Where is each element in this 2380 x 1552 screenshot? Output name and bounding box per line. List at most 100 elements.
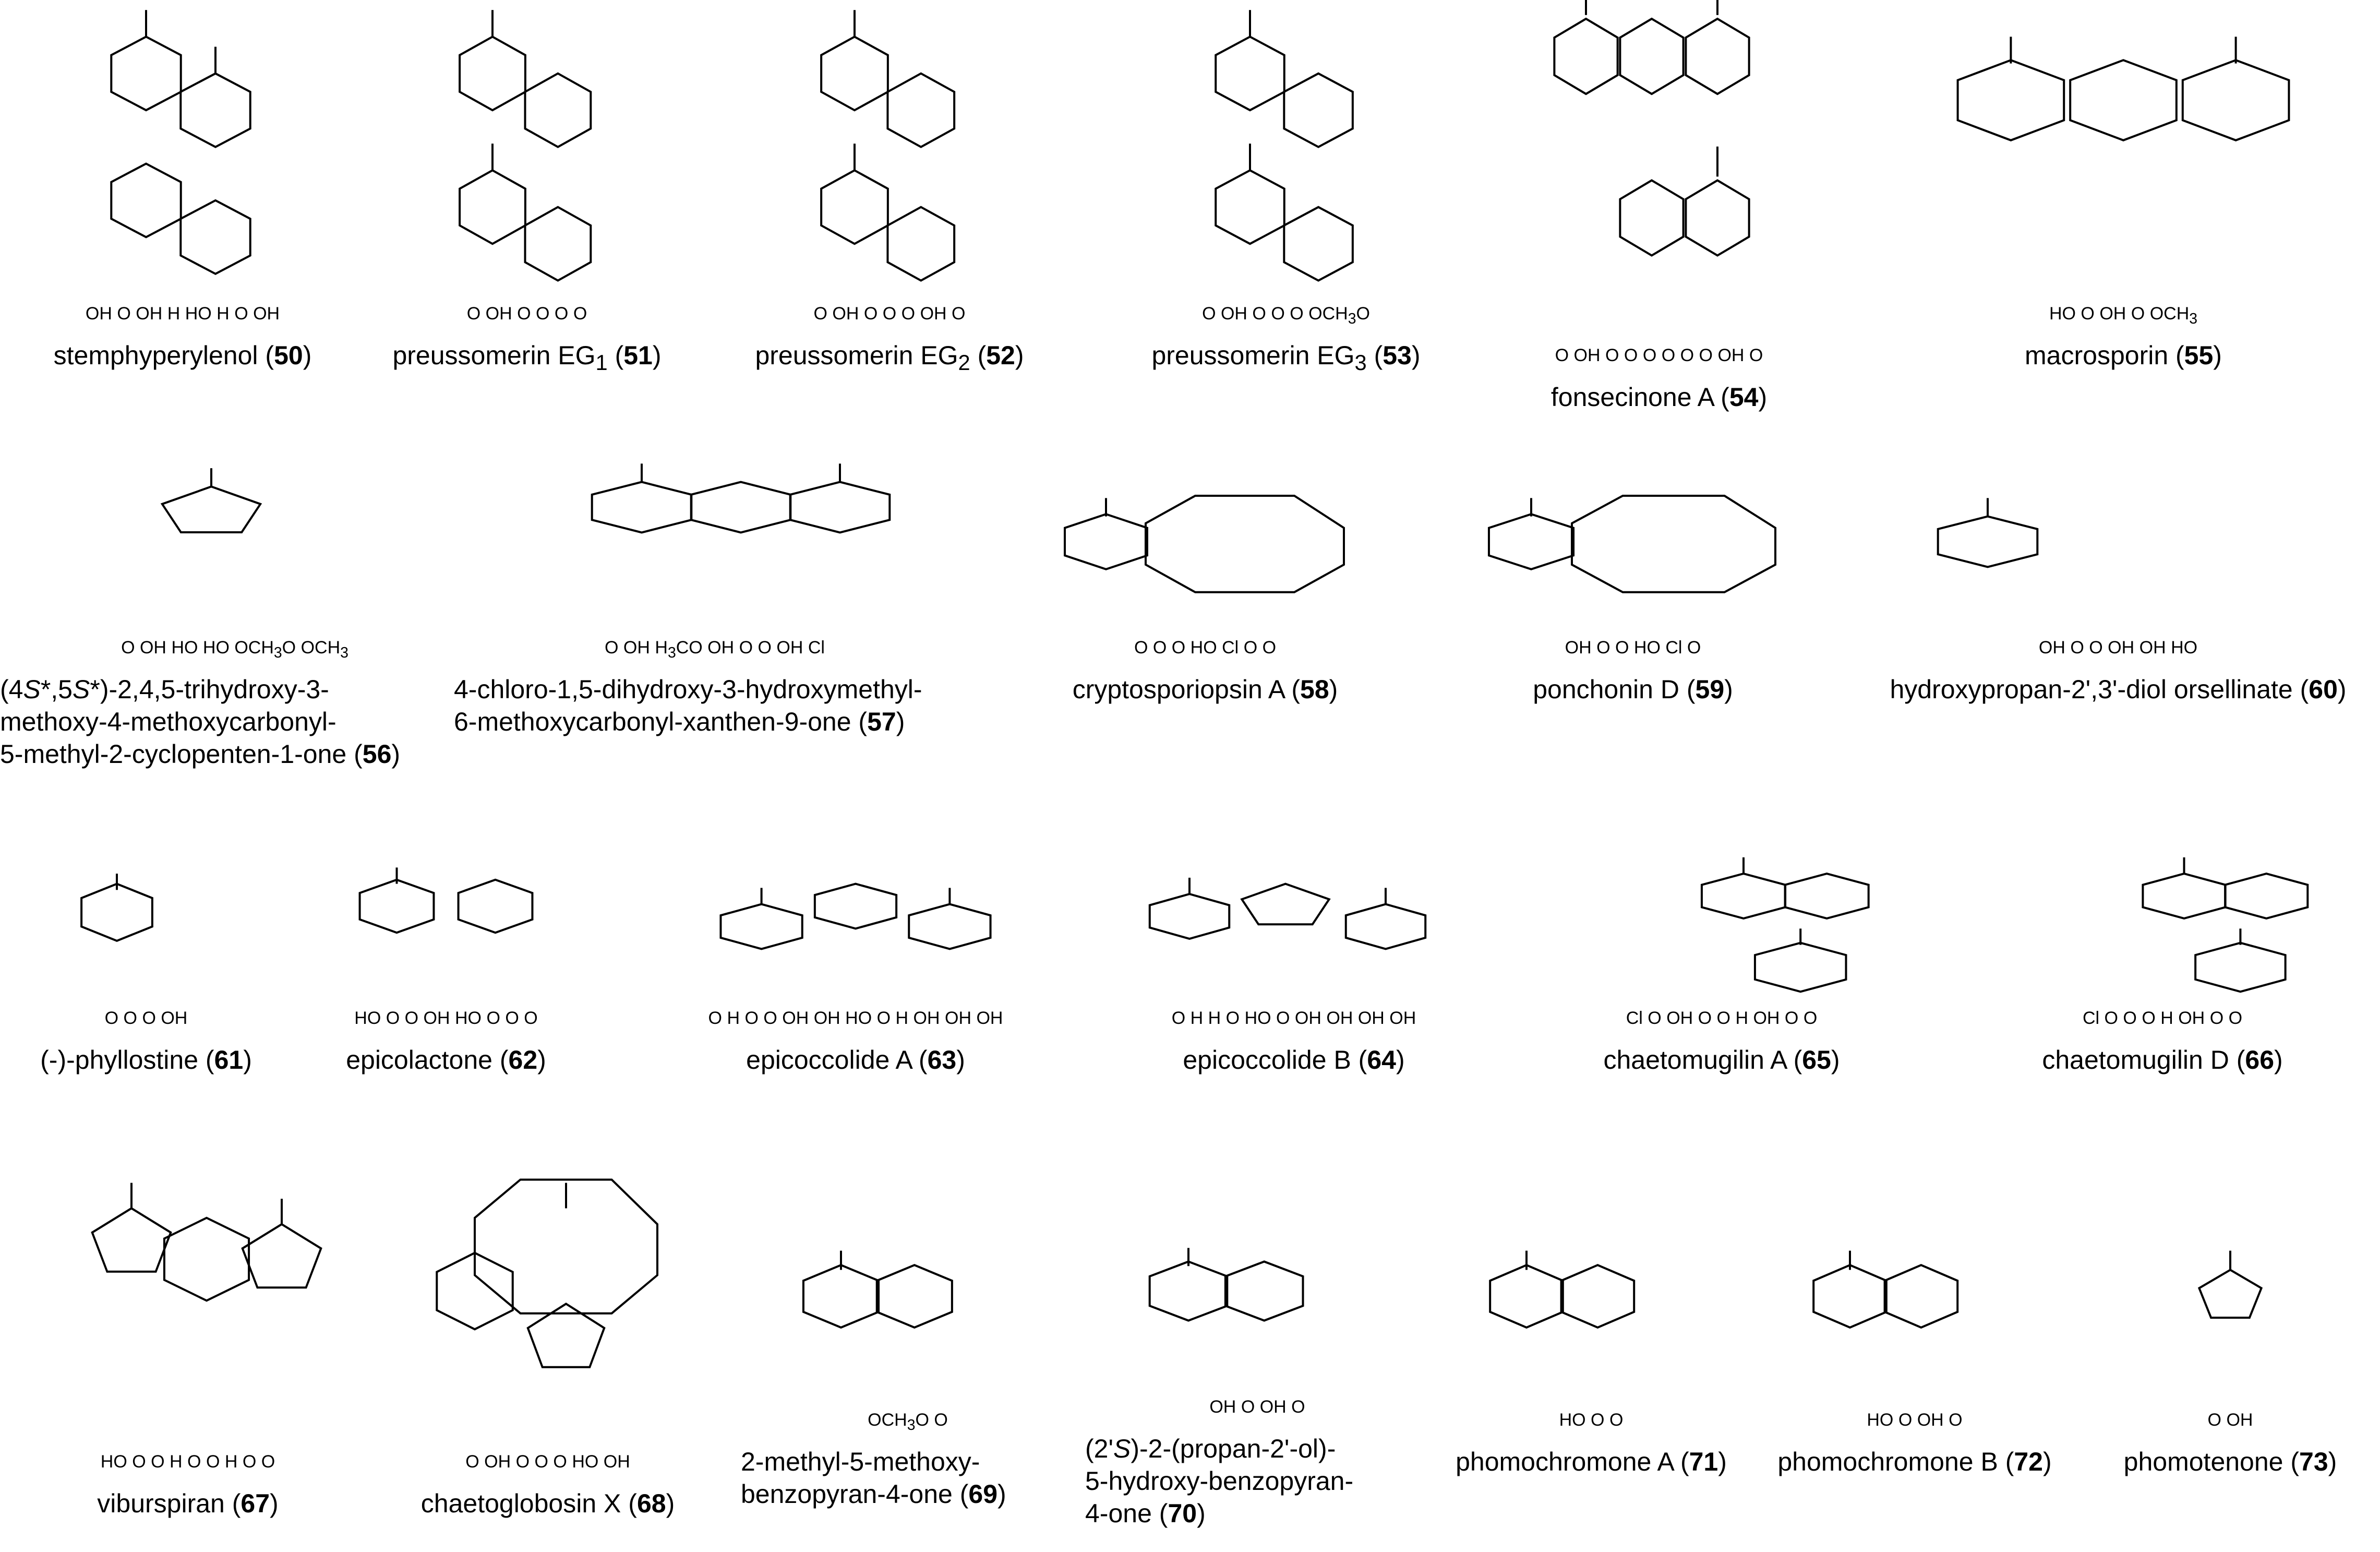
caption-segment: 6-methoxycarbonyl-xanthen-9-one ( bbox=[454, 707, 868, 736]
caption-segment: 5-methyl-2-cyclopenten-1-one ( bbox=[0, 739, 363, 769]
compound-name-line: cryptosporiopsin A (58) bbox=[1007, 673, 1403, 706]
caption-segment: ) bbox=[1015, 341, 1024, 370]
atom-label: OH bbox=[1717, 345, 1745, 365]
atom-label: OH bbox=[2178, 1008, 2205, 1028]
atom-label: O bbox=[282, 638, 296, 658]
compound-name-line: phomochromone B (72) bbox=[1753, 1446, 2076, 1478]
ring-59-0 bbox=[1489, 514, 1573, 569]
atom-label: O bbox=[2089, 638, 2103, 658]
atom-label: OCH bbox=[868, 1410, 907, 1430]
caption-segment: ) bbox=[956, 1045, 965, 1075]
atom-label: O bbox=[1591, 1410, 1605, 1430]
structure-52 bbox=[715, 0, 1064, 334]
caption-segment: *)-2,4,5-trihydroxy-3- bbox=[90, 675, 329, 704]
caption-segment: ) bbox=[997, 1479, 1006, 1509]
compound-number: 65 bbox=[1802, 1045, 1831, 1075]
atom-label: O bbox=[1290, 304, 1304, 324]
atom-label: OH bbox=[139, 638, 166, 658]
atom-label: OH bbox=[2108, 638, 2135, 658]
atom-label: OH bbox=[623, 638, 650, 658]
compound-61: O O O OH(-)-phyllostine (61) bbox=[0, 835, 292, 1127]
caption-segment: ) bbox=[2274, 1045, 2283, 1075]
atom-label: O bbox=[882, 304, 897, 324]
atom-label: H bbox=[170, 1452, 183, 1472]
atom-label: O bbox=[132, 1452, 146, 1472]
ring-53-0 bbox=[1216, 37, 1284, 110]
atom-label: O bbox=[1152, 638, 1167, 658]
caption-segment: ) bbox=[391, 739, 401, 769]
atom-label: O bbox=[1680, 345, 1694, 365]
ring-69-1 bbox=[877, 1265, 952, 1328]
atom-label: H bbox=[167, 304, 181, 324]
compound-number: 52 bbox=[986, 341, 1015, 370]
caption-segment: ) bbox=[303, 341, 312, 370]
atom-label: OH bbox=[2099, 304, 2126, 324]
compound-number: 67 bbox=[241, 1489, 270, 1518]
ring-63-2 bbox=[909, 904, 990, 949]
atom-label: O bbox=[2131, 304, 2145, 324]
ring-65-2 bbox=[1755, 943, 1846, 992]
atom-label: HO bbox=[354, 1008, 381, 1028]
caption-segment: ) bbox=[896, 707, 905, 736]
ring-67-0 bbox=[92, 1208, 171, 1271]
atom-labels-52: O OH O O O OH O bbox=[715, 304, 1064, 324]
atom-label: O bbox=[466, 304, 481, 324]
atom-label: OH bbox=[1209, 1397, 1236, 1417]
caption-segment: stemphyperylenol ( bbox=[53, 341, 274, 370]
atom-label: O bbox=[1803, 1008, 1818, 1028]
atom-label: O bbox=[1555, 345, 1569, 365]
caption-segment: ) bbox=[537, 1045, 546, 1075]
structure-69 bbox=[741, 1200, 1075, 1440]
atom-label: H bbox=[2160, 1008, 2173, 1028]
compound-name-line: benzopyran-4-one (69) bbox=[741, 1478, 1075, 1510]
atom-label: 3 bbox=[340, 644, 348, 661]
caption-segment: S bbox=[23, 675, 41, 704]
atom-label: OH bbox=[945, 1008, 971, 1028]
caption-segment: ) bbox=[2042, 1447, 2052, 1476]
compound-name-line: 4-chloro-1,5-dihydroxy-3-hydroxymethyl- bbox=[454, 673, 976, 706]
atom-label: OH bbox=[1259, 1397, 1287, 1417]
ring-65-1 bbox=[1785, 874, 1869, 918]
compound-number: 56 bbox=[362, 739, 392, 769]
ring-62-1 bbox=[459, 880, 533, 933]
compound-name-line: phomochromone A (71) bbox=[1429, 1446, 1753, 1478]
atom-label: O bbox=[1271, 304, 1285, 324]
caption-segment: ) bbox=[1197, 1499, 1206, 1528]
atom-label: O bbox=[739, 638, 753, 658]
atom-label: Cl bbox=[808, 638, 825, 658]
caption-segment: S bbox=[73, 675, 90, 704]
atom-label: HO bbox=[2049, 304, 2076, 324]
atom-label: HO bbox=[455, 1008, 482, 1028]
atom-label: O bbox=[2070, 638, 2084, 658]
atom-label: O bbox=[121, 638, 135, 658]
caption-segment: 2-methyl-5-methoxy- bbox=[741, 1447, 980, 1476]
atom-label: OCH bbox=[234, 638, 274, 658]
ring-57-2 bbox=[790, 482, 890, 533]
ring-59-1 bbox=[1572, 496, 1775, 592]
atom-label: Cl bbox=[1665, 638, 1682, 658]
compound-name-line: stemphyperylenol (50) bbox=[0, 339, 365, 372]
atom-label: O bbox=[1252, 304, 1266, 324]
ring-58-0 bbox=[1065, 514, 1147, 569]
atom-label: HO bbox=[185, 304, 212, 324]
caption-segment: ) bbox=[1718, 1447, 1727, 1476]
compound-name-line: hydroxypropan-2',3'-diol orsellinate (60… bbox=[1857, 673, 2379, 706]
compound-number: 66 bbox=[2245, 1045, 2275, 1075]
atom-label: O bbox=[486, 1008, 500, 1028]
atom-label: O bbox=[1784, 1008, 1799, 1028]
structure-55 bbox=[1868, 0, 2379, 334]
atom-labels-70: OH O OH O bbox=[1085, 1397, 1429, 1417]
atom-label: O bbox=[553, 1452, 567, 1472]
compound-number: 72 bbox=[2014, 1447, 2043, 1476]
compound-name-line: macrosporin (55) bbox=[1868, 339, 2379, 372]
atom-label: HO bbox=[1867, 1410, 1894, 1430]
ring-68-1 bbox=[528, 1304, 604, 1367]
caption-segment: ) bbox=[666, 1489, 675, 1518]
structure-67 bbox=[0, 1164, 376, 1482]
